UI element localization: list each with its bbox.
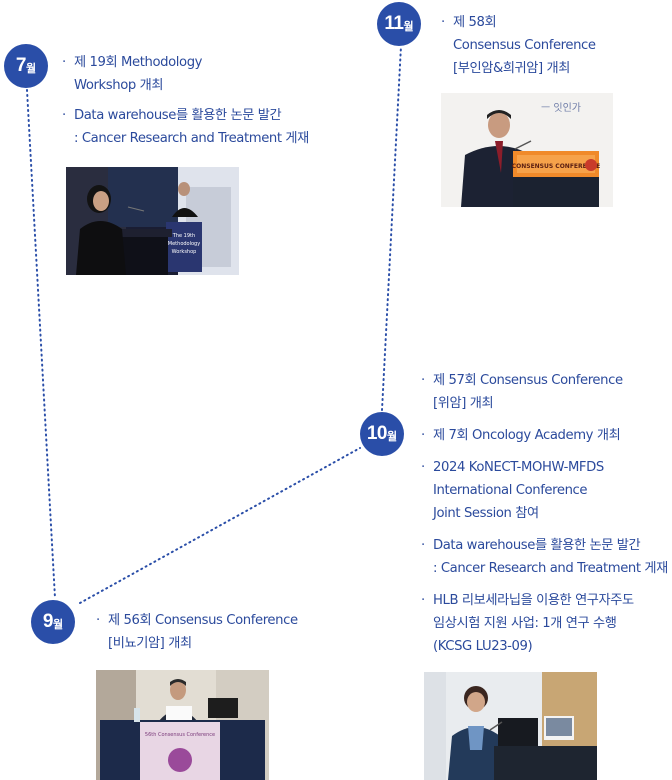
event-item: 제 56회 Consensus Conference [비뇨기암] 개최: [96, 609, 298, 655]
event-line: 제 19회 Methodology: [74, 55, 203, 70]
timeline-segment-jul-sep: [26, 89, 56, 599]
month-unit: 월: [52, 619, 64, 631]
event-line: 임상시험 지원 사업: 1개 연구 수행: [433, 616, 617, 631]
event-line: Data warehouse를 활용한 논문 발간: [74, 108, 282, 123]
event-line: : Cancer Research and Treatment 게재: [74, 131, 309, 146]
handwriting-text: ㅡ 잇인가: [541, 102, 581, 114]
event-list-sep: 제 56회 Consensus Conference [비뇨기암] 개최: [96, 609, 298, 655]
timeline-segment-oct-nov: [381, 45, 402, 411]
month-number: 10: [366, 423, 388, 444]
photo-oncology-academy: [424, 672, 597, 780]
event-line: 제 57회 Consensus Conference: [433, 373, 623, 388]
event-item: 2024 KoNECT-MOHW-MFDS International Conf…: [421, 456, 668, 525]
event-list-nov: 제 58회 Consensus Conference [부인암&희귀암] 개최: [441, 11, 596, 80]
event-line: 2024 KoNECT-MOHW-MFDS: [433, 460, 604, 475]
event-line: (KCSG LU23-09): [433, 639, 533, 654]
event-line: HLB 리보세라닙을 이용한 연구자주도: [433, 593, 634, 608]
photo-consensus-conference-56: 56th Consensus Conference: [96, 670, 269, 780]
event-item: 제 58회 Consensus Conference [부인암&희귀암] 개최: [441, 11, 596, 80]
month-unit: 월: [387, 431, 398, 443]
month-unit: 월: [25, 63, 37, 75]
event-line: [위암] 개최: [433, 396, 494, 411]
workshop-banner-text: The 19th: [172, 233, 195, 239]
event-line: 제 58회: [453, 15, 497, 30]
svg-text:Workshop: Workshop: [172, 249, 197, 255]
event-line: [비뇨기암] 개최: [108, 636, 192, 651]
event-line: 제 7회 Oncology Academy 개최: [433, 428, 621, 443]
event-item: 제 19회 Methodology Workshop 개최: [62, 51, 309, 97]
event-item: 제 57회 Consensus Conference [위암] 개최: [421, 369, 668, 415]
event-line: Joint Session 참여: [433, 506, 539, 521]
event-line: [부인암&희귀암] 개최: [453, 61, 571, 76]
photo-consensus-conference-58: ㅡ 잇인가 CONSENSUS CONFERENCE: [441, 93, 613, 207]
photo-methodology-workshop: The 19th Methodology Workshop: [66, 167, 239, 275]
table-banner-text: 56th Consensus Conference: [145, 732, 215, 738]
event-line: Workshop 개최: [74, 78, 164, 93]
event-line: Data warehouse를 활용한 논문 발간: [433, 538, 641, 553]
event-line: : Cancer Research and Treatment 게재: [433, 561, 668, 576]
svg-text:Methodology: Methodology: [168, 241, 200, 247]
podium-banner-text: CONSENSUS CONFERENCE: [512, 163, 601, 170]
month-number: 7: [15, 55, 27, 76]
event-item: 제 7회 Oncology Academy 개최: [421, 424, 668, 447]
event-list-jul: 제 19회 Methodology Workshop 개최 Data wareh…: [62, 51, 309, 150]
month-number: 11: [384, 13, 404, 34]
month-unit: 월: [403, 21, 414, 33]
event-item: HLB 리보세라닙을 이용한 연구자주도 임상시험 지원 사업: 1개 연구 수…: [421, 589, 668, 658]
event-list-oct: 제 57회 Consensus Conference [위암] 개최 제 7회 …: [421, 369, 668, 658]
event-line: International Conference: [433, 483, 588, 498]
month-number: 9: [42, 611, 54, 632]
event-line: 제 56회 Consensus Conference: [108, 613, 298, 628]
event-item: Data warehouse를 활용한 논문 발간 : Cancer Resea…: [421, 534, 668, 580]
event-item: Data warehouse를 활용한 논문 발간 : Cancer Resea…: [62, 104, 309, 150]
timeline-segment-sep-oct: [79, 447, 361, 604]
event-line: Consensus Conference: [453, 38, 596, 53]
